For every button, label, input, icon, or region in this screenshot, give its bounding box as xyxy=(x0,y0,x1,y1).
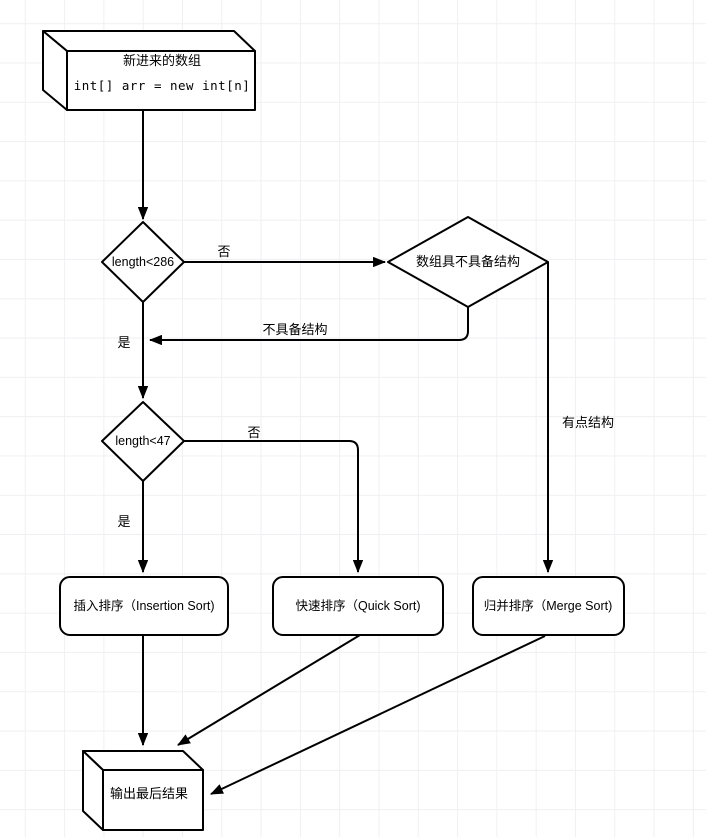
edge-label-yes-2: 是 xyxy=(117,514,130,529)
quick-sort-label: 快速排序（Quick Sort) xyxy=(295,598,420,613)
quick-sort-box xyxy=(272,576,444,636)
edges xyxy=(137,110,554,795)
edge-length47-no-to-quicksort xyxy=(184,440,364,574)
output-box-front-face xyxy=(102,769,204,831)
edge-mergesort-to-output xyxy=(210,635,546,795)
output-box-label: 输出最后结果 xyxy=(110,786,188,801)
decision-length-286-diamond xyxy=(101,221,185,303)
edge-structure-nostructure-return xyxy=(148,307,469,346)
decision-structure-label: 数组具不具备结构 xyxy=(416,254,520,269)
edge-label-no-structure: 不具备结构 xyxy=(262,322,327,337)
input-array-box-top-face xyxy=(42,30,256,52)
merge-sort-box xyxy=(472,576,625,636)
input-array-code: int[] arr = new int[n] xyxy=(74,78,251,93)
insertion-sort-label: 插入排序（Insertion Sort) xyxy=(73,598,214,613)
input-array-box-front-face xyxy=(66,50,256,111)
edge-label-some-structure: 有点结构 xyxy=(562,415,614,430)
decision-length-47-diamond xyxy=(101,401,185,482)
decision-length-47-label: length<47 xyxy=(115,434,170,448)
edge-label-no-2: 否 xyxy=(247,425,260,440)
decision-length-286-label: length<286 xyxy=(112,255,174,269)
node-decision-length-286: length<286 xyxy=(101,221,185,303)
decision-structure-diamond xyxy=(387,216,549,308)
node-insertion-sort: 插入排序（Insertion Sort) xyxy=(59,576,229,636)
input-array-title: 新进来的数组 xyxy=(123,53,201,68)
node-quick-sort: 快速排序（Quick Sort) xyxy=(272,576,444,636)
insertion-sort-box xyxy=(59,576,229,636)
edge-quicksort-to-output xyxy=(177,634,361,746)
merge-sort-label: 归并排序（Merge Sort) xyxy=(484,598,613,613)
node-merge-sort: 归并排序（Merge Sort) xyxy=(472,576,625,636)
node-decision-length-47: length<47 xyxy=(101,401,185,482)
edge-label-yes-1: 是 xyxy=(117,335,130,350)
node-input-array: 新进来的数组 int[] arr = new int[n] xyxy=(42,30,256,111)
node-decision-structure: 数组具不具备结构 xyxy=(387,216,549,308)
node-output-result: 输出最后结果 xyxy=(82,750,204,831)
edge-label-no-1: 否 xyxy=(217,244,230,259)
edge-labels: 否 不具备结构 是 否 是 有点结构 xyxy=(117,244,614,529)
